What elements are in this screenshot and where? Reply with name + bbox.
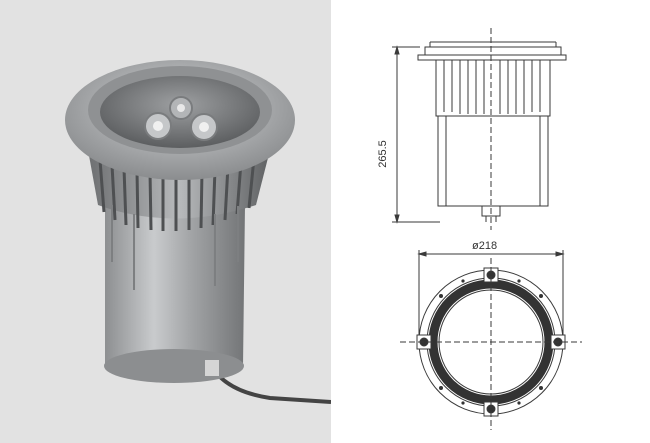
lower-housing: [105, 205, 245, 379]
diameter-dimension-label: ø218: [472, 240, 498, 252]
product-photo-panel: [0, 0, 331, 443]
cable-gland: [205, 360, 219, 376]
product-photo: [65, 60, 331, 404]
led-lenses: [144, 96, 218, 141]
